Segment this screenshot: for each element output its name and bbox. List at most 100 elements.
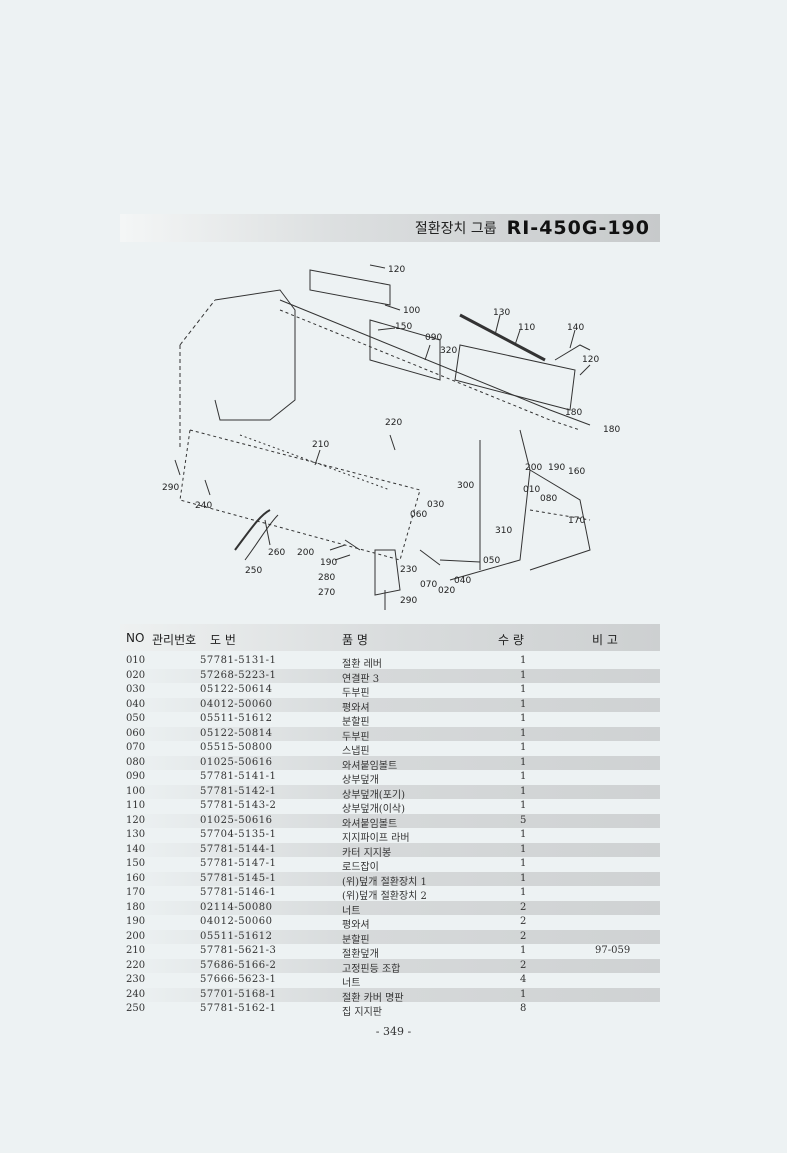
part-no: 170 bbox=[126, 887, 146, 898]
part-no: 240 bbox=[126, 988, 146, 1000]
part-name: 고정핀등 조합 bbox=[342, 963, 401, 975]
part-number: 57704-5135-1 bbox=[200, 829, 277, 840]
part-number: 02114-50080 bbox=[200, 901, 273, 913]
part-number: 57686-5166-2 bbox=[200, 959, 277, 971]
part-no: 010 bbox=[126, 655, 146, 666]
part-no: 030 bbox=[126, 684, 146, 695]
quantity: 1 bbox=[520, 829, 527, 840]
callout-210: 210 bbox=[312, 440, 329, 450]
remark: 97-059 bbox=[595, 945, 631, 956]
callout-250: 250 bbox=[245, 566, 262, 576]
callout-290: 290 bbox=[162, 483, 179, 493]
callout-010: 010 bbox=[523, 485, 540, 495]
quantity: 1 bbox=[520, 858, 527, 869]
part-name: 와셔붙임볼트 bbox=[342, 760, 398, 772]
part-no: 040 bbox=[126, 698, 146, 710]
part-name: 두부핀 bbox=[342, 688, 370, 699]
quantity: 2 bbox=[520, 916, 527, 927]
part-number: 57781-5141-1 bbox=[200, 771, 277, 782]
exploded-view-drawing: 120 100 150 130 110 140 090 320 120 180 … bbox=[162, 264, 620, 610]
part-name: (위)덮개 절환장치 2 bbox=[342, 891, 427, 902]
quantity: 5 bbox=[520, 814, 527, 826]
table-row: 100 57781-5142-1 상부덮개(포기) 1 bbox=[120, 784, 660, 801]
part-number: 57781-5131-1 bbox=[200, 655, 277, 666]
parts-table-header: NO 관리번호 도 번 품 명 수 량 비 고 bbox=[120, 624, 660, 651]
part-name: 상부덮개(포기) bbox=[342, 789, 406, 801]
quantity: 1 bbox=[520, 771, 527, 782]
quantity: 1 bbox=[520, 945, 527, 956]
callout-170: 170 bbox=[568, 516, 585, 526]
table-row: 200 05511-51612 분할핀 2 bbox=[120, 929, 660, 946]
quantity: 1 bbox=[520, 713, 527, 724]
callout-180: 180 bbox=[565, 408, 582, 418]
quantity: 1 bbox=[520, 756, 527, 768]
part-no: 190 bbox=[126, 916, 146, 927]
part-no: 200 bbox=[126, 930, 146, 942]
part-number: 57781-5145-1 bbox=[200, 872, 277, 884]
part-number: 57666-5623-1 bbox=[200, 974, 277, 985]
callout-050: 050 bbox=[483, 556, 500, 566]
part-name: 절환덮개 bbox=[342, 949, 379, 960]
callout-060: 060 bbox=[410, 510, 427, 520]
part-number: 57781-5144-1 bbox=[200, 843, 277, 855]
part-name: (위)덮개 절환장치 1 bbox=[342, 876, 427, 888]
group-title: 절환장치 그룹 bbox=[414, 221, 497, 237]
part-number: 57781-5621-3 bbox=[200, 945, 277, 956]
callout-030: 030 bbox=[427, 500, 444, 510]
quantity: 1 bbox=[520, 785, 527, 797]
quantity: 2 bbox=[520, 959, 527, 971]
part-name: 두부핀 bbox=[342, 731, 370, 743]
part-no: 250 bbox=[126, 1003, 146, 1014]
part-name: 너트 bbox=[342, 978, 361, 989]
part-number: 05511-51612 bbox=[200, 930, 273, 942]
part-name: 로드잡이 bbox=[342, 862, 379, 873]
part-number: 57781-5146-1 bbox=[200, 887, 277, 898]
section-header: 절환장치 그룹 RI-450G-190 bbox=[120, 214, 660, 242]
part-no: 100 bbox=[126, 785, 146, 797]
quantity: 1 bbox=[520, 655, 527, 666]
callout-300: 300 bbox=[457, 481, 474, 491]
part-number: 04012-50060 bbox=[200, 698, 273, 710]
part-no: 110 bbox=[126, 800, 146, 811]
quantity: 8 bbox=[520, 1003, 527, 1014]
callout-110: 110 bbox=[518, 323, 535, 333]
part-name: 카터 지지봉 bbox=[342, 847, 392, 859]
callout-120b: 120 bbox=[582, 355, 599, 365]
quantity: 1 bbox=[520, 988, 527, 1000]
part-no: 050 bbox=[126, 713, 146, 724]
part-number: 57701-5168-1 bbox=[200, 988, 277, 1000]
page-number: - 349 - bbox=[375, 1025, 412, 1038]
col-no: NO bbox=[126, 631, 145, 645]
callout-070: 070 bbox=[420, 580, 437, 590]
part-no: 020 bbox=[126, 669, 146, 681]
callout-280: 280 bbox=[318, 573, 335, 583]
part-name: 분할핀 bbox=[342, 934, 370, 946]
callout-320: 320 bbox=[440, 346, 457, 356]
parts-diagram: 120 100 150 130 110 140 090 320 120 180 … bbox=[120, 250, 660, 620]
callout-200: 200 bbox=[525, 463, 542, 473]
part-no: 090 bbox=[126, 771, 146, 782]
part-number: 05511-51612 bbox=[200, 713, 273, 724]
quantity: 1 bbox=[520, 887, 527, 898]
col-name: 품 명 bbox=[342, 633, 368, 647]
part-no: 150 bbox=[126, 858, 146, 869]
quantity: 2 bbox=[520, 930, 527, 942]
callout-190: 190 bbox=[548, 463, 565, 473]
part-no: 130 bbox=[126, 829, 146, 840]
callout-120: 120 bbox=[388, 265, 405, 275]
callout-290b: 290 bbox=[400, 596, 417, 606]
part-number: 57781-5142-1 bbox=[200, 785, 277, 797]
